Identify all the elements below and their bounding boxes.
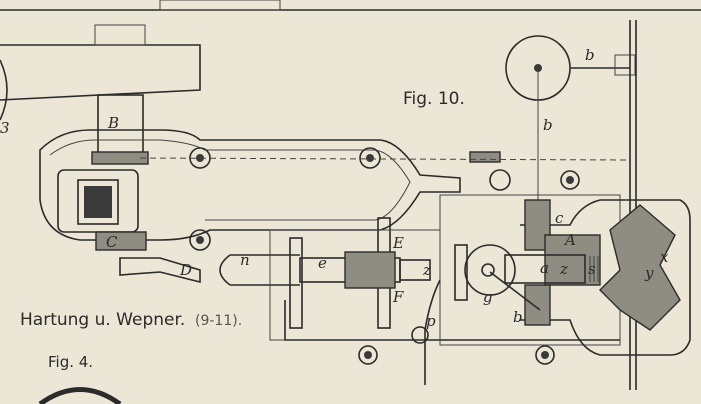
label-n: n xyxy=(240,251,250,269)
label-E: E xyxy=(392,234,404,252)
label-z2: z xyxy=(559,260,568,278)
label-c: c xyxy=(555,209,564,227)
label-F: F xyxy=(392,288,404,306)
fig-4-caption: Fig. 4. xyxy=(48,353,93,371)
piston-rings xyxy=(589,256,599,282)
label-g: g xyxy=(483,288,493,306)
base-plate xyxy=(284,300,620,341)
maker-caption: Hartung u. Wepner. xyxy=(20,310,185,330)
pipe-n xyxy=(219,254,300,286)
rotor-star xyxy=(599,204,681,331)
label-p: p xyxy=(426,312,436,330)
pipe-p xyxy=(424,279,441,385)
part-C xyxy=(95,231,147,251)
crank-disk xyxy=(464,244,516,296)
label-b-low: b xyxy=(513,308,523,326)
label-x: x xyxy=(660,248,669,266)
top-fragment xyxy=(159,0,281,11)
piston-z xyxy=(504,254,586,284)
label-b-top: b xyxy=(585,46,595,64)
label-b-mid: b xyxy=(543,116,553,134)
label-3: 3 xyxy=(0,119,10,137)
cylinder-housing-A xyxy=(520,199,691,356)
part-D xyxy=(119,257,201,284)
part-B xyxy=(97,94,144,156)
label-B: B xyxy=(107,114,119,132)
label-e: e xyxy=(318,254,327,272)
label-a: a xyxy=(540,259,549,277)
label-C: C xyxy=(106,233,118,251)
label-A: A xyxy=(563,231,576,249)
fig4-partial-wheel xyxy=(38,387,122,404)
label-s: s xyxy=(588,260,596,278)
range-caption: (9-11). xyxy=(195,313,242,329)
label-z1: z xyxy=(422,261,431,279)
label-D: D xyxy=(179,261,192,279)
fig-10-caption: Fig. 10. xyxy=(403,89,465,109)
bolts xyxy=(189,147,580,365)
frame-outline xyxy=(39,129,461,241)
connecting-rod-b xyxy=(489,271,541,311)
label-y: y xyxy=(644,264,654,282)
partial-wheel xyxy=(0,59,8,121)
beam xyxy=(0,44,201,101)
